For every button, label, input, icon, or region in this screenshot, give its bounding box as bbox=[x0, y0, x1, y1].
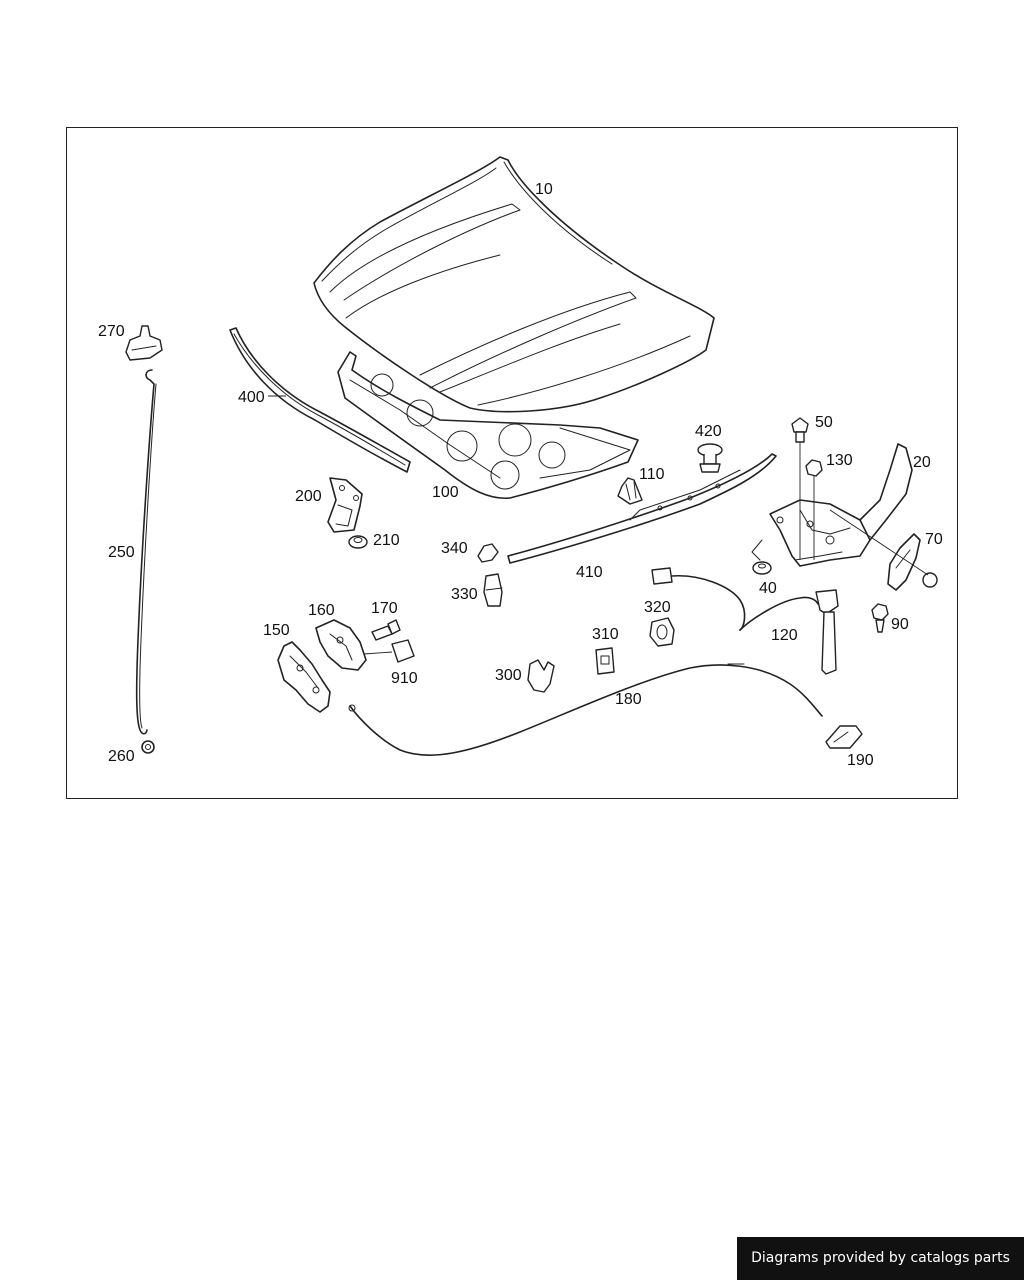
part-50-bolt[interactable] bbox=[791, 417, 809, 560]
callout-170: 170 bbox=[371, 600, 398, 617]
callout-40: 40 bbox=[759, 580, 777, 597]
part-200-bracket[interactable] bbox=[327, 477, 363, 533]
callout-210: 210 bbox=[373, 532, 400, 549]
part-210-nut[interactable] bbox=[348, 535, 368, 549]
part-250-prop-rod[interactable] bbox=[135, 369, 157, 735]
part-110-buffer[interactable] bbox=[617, 477, 643, 505]
callout-300: 300 bbox=[495, 667, 522, 684]
part-190-handle[interactable] bbox=[825, 725, 863, 749]
callout-420: 420 bbox=[695, 423, 722, 440]
callout-90: 90 bbox=[891, 616, 909, 633]
part-910-label[interactable] bbox=[363, 639, 415, 663]
callout-310: 310 bbox=[592, 626, 619, 643]
part-410-front-seal[interactable] bbox=[507, 453, 777, 564]
part-270-clip[interactable] bbox=[125, 325, 163, 361]
callout-150: 150 bbox=[263, 622, 290, 639]
diagram-frame bbox=[66, 127, 958, 799]
callout-400: 400 bbox=[238, 389, 265, 406]
part-180-release-cable[interactable] bbox=[348, 663, 823, 756]
part-150-latch[interactable] bbox=[277, 641, 331, 713]
callout-190: 190 bbox=[847, 752, 874, 769]
callout-180: 180 bbox=[615, 691, 642, 708]
part-160-latch-bracket[interactable] bbox=[315, 619, 367, 671]
part-420-fastener[interactable] bbox=[697, 443, 723, 473]
part-90-screw[interactable] bbox=[871, 603, 889, 633]
part-20-hinge[interactable] bbox=[751, 443, 913, 567]
part-100-inner-panel[interactable] bbox=[337, 351, 639, 500]
part-130-nut[interactable] bbox=[805, 459, 823, 560]
part-300-clip[interactable] bbox=[527, 659, 555, 693]
callout-260: 260 bbox=[108, 748, 135, 765]
callout-910: 910 bbox=[391, 670, 418, 687]
callout-340: 340 bbox=[441, 540, 468, 557]
callout-410: 410 bbox=[576, 564, 603, 581]
part-400-seal[interactable] bbox=[229, 327, 411, 473]
callout-160: 160 bbox=[308, 602, 335, 619]
callout-100: 100 bbox=[432, 484, 459, 501]
callout-270: 270 bbox=[98, 323, 125, 340]
part-260-grommet[interactable] bbox=[141, 740, 155, 754]
callout-320: 320 bbox=[644, 599, 671, 616]
callout-110: 110 bbox=[639, 466, 665, 483]
footer-credit-bar: Diagrams provided by catalogs parts bbox=[737, 1237, 1024, 1280]
part-310-clip[interactable] bbox=[595, 647, 615, 675]
part-120-cable[interactable] bbox=[651, 567, 839, 675]
part-170-bolt[interactable] bbox=[371, 619, 401, 641]
callout-50: 50 bbox=[815, 414, 833, 431]
callout-20: 20 bbox=[913, 454, 931, 471]
callout-120: 120 bbox=[771, 627, 798, 644]
part-320-clamp[interactable] bbox=[649, 617, 675, 647]
callout-330: 330 bbox=[451, 586, 478, 603]
part-40-washer[interactable] bbox=[752, 561, 772, 575]
part-330-clip[interactable] bbox=[483, 573, 503, 607]
part-10-hood[interactable] bbox=[313, 156, 715, 413]
callout-10: 10 bbox=[535, 181, 553, 198]
footer-credit-text: Diagrams provided by catalogs parts bbox=[751, 1250, 1010, 1266]
callout-250: 250 bbox=[108, 544, 135, 561]
callout-200: 200 bbox=[295, 488, 322, 505]
callout-130: 130 bbox=[826, 452, 853, 469]
part-70-cover[interactable] bbox=[829, 509, 938, 591]
callout-70: 70 bbox=[925, 531, 943, 548]
part-340-washer[interactable] bbox=[477, 543, 499, 563]
